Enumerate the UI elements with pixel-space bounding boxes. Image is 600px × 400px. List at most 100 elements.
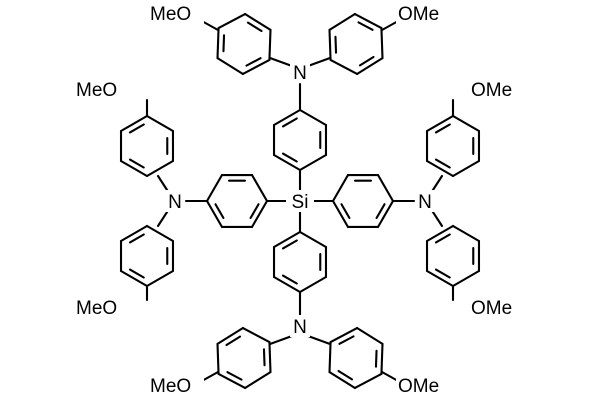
ring-left-central-bond	[250, 199, 269, 229]
methoxy-bottom-left-label: MeO	[150, 376, 191, 397]
ring-left-lower-double-bond	[128, 268, 145, 279]
n-right-label: N	[418, 192, 432, 213]
ring-top-central-bond	[272, 153, 302, 172]
ring-left-upper-bond	[119, 159, 149, 178]
ring-bottom-left-double-bond	[262, 348, 266, 367]
ring-top-right-bond	[355, 57, 384, 76]
ring-left-central-bond	[250, 173, 269, 203]
ring-bottom-left-bond	[243, 371, 272, 390]
methoxy-left-upper-label: MeO	[76, 80, 117, 101]
ring-bottom-right-double-bond	[374, 349, 378, 368]
n-top-label: N	[293, 63, 307, 84]
ring-bottom-central-double-bond	[281, 239, 298, 250]
ring-top-right-bond	[328, 28, 332, 61]
methoxy-top-right: OMe	[396, 3, 452, 25]
methoxy-right-lower-label: OMe	[471, 298, 512, 319]
ring-top-central-bond	[298, 108, 328, 127]
methoxy-right-upper: OMe	[469, 79, 525, 101]
ring-left-lower-bond	[145, 269, 175, 288]
ring-left-upper-double-bond	[128, 123, 145, 134]
methoxy-top-right-label: OMe	[398, 4, 439, 25]
ring-top-right-double-bond	[357, 21, 374, 31]
ring-right-lower-bond	[451, 269, 481, 288]
ring-top-right-double-bond	[358, 55, 375, 67]
atom-si: Si	[286, 190, 314, 213]
ring-bottom-right-bond	[355, 326, 384, 345]
atom-n-bottom: N	[290, 315, 310, 338]
ring-right-upper-bond	[451, 159, 481, 178]
ring-top-right-bond	[380, 27, 384, 60]
ring-right-central-bond	[376, 199, 395, 229]
methoxy-left-lower: MeO	[74, 297, 130, 319]
ring-right-central-bond	[331, 173, 350, 203]
ring-bottom-left-bond	[241, 326, 271, 344]
ring-left-upper-bond	[145, 159, 175, 178]
label-layer: Si N MeO OMe N MeO MeO	[74, 3, 525, 397]
ring-right-upper-double-bond	[434, 123, 451, 134]
ring-bottom-left-double-bond	[225, 335, 242, 347]
ring-top-right-bond	[353, 12, 383, 30]
ring-left-central-double-bond	[249, 203, 260, 220]
n-left-label: N	[168, 192, 182, 213]
bond-n-top-right	[306, 56, 332, 68]
ring-left-lower-double-bond	[128, 233, 145, 244]
ring-left-central-double-bond	[214, 203, 225, 220]
methoxy-top-left-label: MeO	[150, 4, 191, 25]
ring-right-lower-bond	[425, 224, 455, 243]
ring-bottom-right-bond	[353, 372, 383, 390]
ring-top-left-bond	[268, 28, 272, 61]
ring-top-left-double-bond	[245, 57, 262, 67]
methoxy-bottom-right-label: OMe	[398, 376, 439, 397]
ring-top-left-double-bond	[246, 21, 263, 33]
ring-right-lower-double-bond	[434, 268, 451, 279]
ring-left-upper-bond	[119, 114, 149, 133]
atom-n-left: N	[165, 190, 185, 213]
ring-left-upper-double-bond	[128, 158, 145, 169]
ring-top-left-bond	[217, 12, 247, 30]
ring-right-upper-bond	[425, 114, 455, 133]
ring-right-central-double-bond	[375, 203, 386, 220]
ring-top-central-double-bond	[281, 117, 298, 128]
ring-bottom-right-bond	[328, 371, 357, 390]
ring-right-upper-bond	[425, 159, 455, 178]
ring-top-right-bond	[328, 12, 357, 31]
ring-bottom-central-bond	[298, 275, 328, 294]
ring-bottom-left-bond	[216, 326, 245, 345]
ring-bottom-left-bond	[216, 342, 220, 375]
ring-top-central-bond	[272, 108, 302, 127]
ring-right-central-double-bond	[340, 203, 351, 220]
ring-right-central-bond	[376, 173, 395, 203]
bond-n-bottom-left	[268, 334, 294, 346]
ring-right-upper-bond	[451, 114, 481, 133]
ring-bottom-left-double-bond	[226, 371, 243, 381]
ring-left-upper-bond	[145, 114, 175, 133]
methoxy-left-lower-label: MeO	[76, 298, 117, 319]
ring-right-lower-double-bond	[434, 233, 451, 244]
ring-top-right-double-bond	[334, 35, 338, 54]
methoxy-bottom-right: OMe	[396, 375, 452, 397]
ring-bottom-central-bond	[298, 230, 328, 249]
ring-right-lower-bond	[451, 224, 481, 243]
ring-left-lower-bond	[119, 269, 149, 288]
ring-bottom-central-bond	[272, 230, 302, 249]
ring-right-central-bond	[331, 199, 350, 229]
ring-bottom-right-bond	[380, 342, 384, 375]
ring-bottom-right-bond	[328, 341, 332, 374]
ring-top-left-bond	[216, 27, 220, 60]
methoxy-bottom-left: MeO	[148, 375, 204, 397]
methoxy-top-left: MeO	[148, 3, 204, 25]
methoxy-right-upper-label: OMe	[471, 80, 512, 101]
ring-top-central-bond	[298, 153, 328, 172]
methoxy-left-upper: MeO	[74, 79, 130, 101]
bond-n-bottom-right	[306, 334, 332, 346]
ring-bottom-left-bond	[217, 372, 247, 390]
ring-left-central-bond	[205, 173, 224, 203]
ring-top-left-double-bond	[222, 34, 226, 53]
methoxy-right-lower: OMe	[469, 297, 525, 319]
ring-top-central-double-bond	[281, 152, 298, 163]
atom-si-label: Si	[292, 192, 309, 213]
atom-n-right: N	[415, 190, 435, 213]
ring-bottom-left-bond	[268, 341, 272, 374]
